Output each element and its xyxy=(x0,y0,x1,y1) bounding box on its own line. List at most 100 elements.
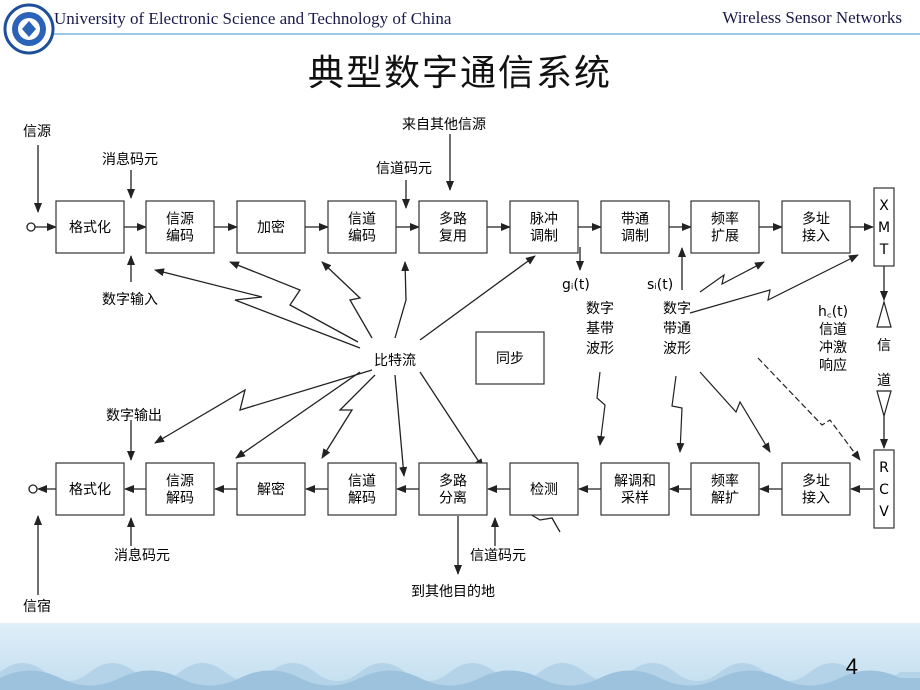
label-sink: 信宿 xyxy=(23,598,51,615)
page-number: 4 xyxy=(845,654,858,679)
tx-block-label: 格式化 xyxy=(69,220,111,236)
tx-block-tx1: 格式化 xyxy=(55,200,125,254)
tx-block-label: 信道 xyxy=(348,212,376,228)
rx-block-label: 采样 xyxy=(621,491,649,507)
label-msg-symbol-bottom: 消息码元 xyxy=(114,547,170,564)
rx-block-label: 格式化 xyxy=(69,482,111,498)
label-bandpass-2: 带通 xyxy=(663,321,691,337)
label-msg-symbol-top: 消息码元 xyxy=(102,151,158,168)
label-digital-input: 数字输入 xyxy=(102,292,158,308)
label-s-function: sᵢ(t) xyxy=(647,277,673,293)
tx-block-label: 复用 xyxy=(439,228,467,245)
vertical-arrows xyxy=(34,134,888,595)
rx-block-rx1: 格式化 xyxy=(55,462,125,516)
sync-label: 同步 xyxy=(496,351,524,367)
tx-block-label: 多址 xyxy=(802,211,830,228)
xmt-letter: X xyxy=(879,198,889,214)
rx-block-label: 信道 xyxy=(348,474,376,490)
label-channel-2: 道 xyxy=(877,373,891,389)
tx-block-label: 编码 xyxy=(166,229,194,245)
tx-block-label: 调制 xyxy=(530,229,558,245)
tx-block-label: 编码 xyxy=(348,229,376,245)
xmt-letter: T xyxy=(879,242,889,258)
rx-block-label: 分离 xyxy=(439,490,467,507)
rx-connectors xyxy=(28,484,873,494)
waveform-arrows xyxy=(596,254,861,461)
rx-block-label: 解码 xyxy=(348,491,376,507)
xmt-box: XMT xyxy=(873,187,895,267)
university-name: University of Electronic Science and Tec… xyxy=(54,9,452,28)
tx-block-label: 脉冲 xyxy=(530,212,558,228)
rcv-box: RCV xyxy=(873,449,895,529)
label-other-sources: 来自其他信源 xyxy=(402,117,486,133)
label-bitstream: 比特流 xyxy=(374,353,416,369)
rcv-letter: V xyxy=(879,504,889,520)
channel-triangle-bottom xyxy=(876,390,892,419)
label-channel-resp-2: 冲激 xyxy=(819,339,847,356)
tx-block-label: 信源 xyxy=(166,212,194,228)
label-chan-symbol-bottom: 信道码元 xyxy=(470,548,526,564)
label-h-function: h꜀(t) xyxy=(818,304,848,320)
rx-block-label: 解密 xyxy=(257,481,285,498)
label-bandpass-3: 波形 xyxy=(663,341,691,357)
label-baseband-3: 波形 xyxy=(586,341,614,357)
label-baseband-1: 数字 xyxy=(586,301,614,317)
tx-block-tx3: 加密 xyxy=(236,200,306,254)
rx-block-label: 解调和 xyxy=(614,474,656,490)
tx-connectors xyxy=(26,222,874,232)
course-name: Wireless Sensor Networks xyxy=(722,8,902,27)
tx-block-label: 扩展 xyxy=(711,229,739,245)
channel-triangle-top xyxy=(876,299,892,328)
xmt-letter: M xyxy=(878,220,890,236)
tx-block-label: 频率 xyxy=(711,211,739,228)
rx-block-label: 多路 xyxy=(439,473,467,490)
rx-block-label: 解码 xyxy=(166,491,194,507)
rx-block-label: 解扩 xyxy=(711,491,739,507)
diagram-canvas: 同步 XMT RCV 格式化信源编码加密信道编码多路复用脉冲调制带通调制频率扩展… xyxy=(23,117,895,615)
rx-output-terminal xyxy=(28,484,38,494)
label-chan-symbol-top: 信道码元 xyxy=(376,161,432,177)
slide-title: 典型数字通信系统 xyxy=(307,53,612,94)
rx-block-label: 接入 xyxy=(802,490,830,507)
rx-block-label: 频率 xyxy=(711,473,739,490)
label-bandpass-1: 数字 xyxy=(663,301,691,317)
sync-box: 同步 xyxy=(475,331,545,385)
label-source: 信源 xyxy=(23,124,51,140)
label-other-destinations: 到其他目的地 xyxy=(411,584,495,600)
rx-block-label: 多址 xyxy=(802,473,830,490)
label-channel-resp-3: 响应 xyxy=(819,357,847,374)
rx-block-rx3: 解密 xyxy=(236,462,306,516)
tx-block-label: 加密 xyxy=(257,219,285,236)
rx-block-rx6: 检测 xyxy=(509,462,579,516)
header-divider xyxy=(54,33,920,35)
tx-input-terminal xyxy=(26,222,36,232)
rx-block-label: 检测 xyxy=(530,482,558,498)
label-digital-output: 数字输出 xyxy=(106,408,162,424)
decorative-waves xyxy=(0,663,920,690)
tx-block-label: 多路 xyxy=(439,211,467,228)
label-baseband-2: 基带 xyxy=(586,320,614,337)
bitstream-arrows xyxy=(154,255,561,533)
slide-header: University of Electronic Science and Tec… xyxy=(0,0,920,55)
label-channel-resp-1: 信道 xyxy=(819,322,847,338)
tx-block-label: 调制 xyxy=(621,229,649,245)
university-logo-icon xyxy=(3,3,55,55)
label-channel-1: 信 xyxy=(877,338,891,354)
tx-block-label: 接入 xyxy=(802,228,830,245)
